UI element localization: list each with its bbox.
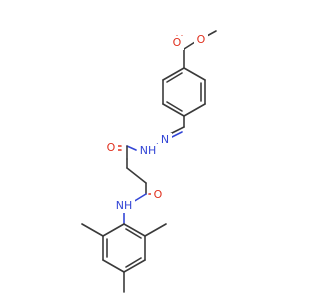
bond [183, 67, 206, 81]
bond [183, 103, 206, 117]
bond [123, 223, 146, 237]
oxygen-atom-label: O [197, 33, 206, 46]
bond [102, 223, 125, 237]
oxygen-atom-label: O [154, 188, 163, 201]
bond-aromatic-inner [166, 101, 183, 112]
bond-aromatic-inner [166, 72, 183, 83]
bond-methyl-left [81, 223, 104, 237]
label-bg [151, 188, 165, 202]
bond-methyl-right [144, 223, 167, 237]
bond [162, 67, 185, 81]
nitrogen-atom-label: N [161, 133, 169, 146]
bond [162, 103, 185, 117]
benzene-ring-top [162, 67, 206, 117]
chemical-structure-diagram: O O N NH O O NH [81, 30, 217, 293]
label-bg [137, 144, 159, 158]
mesityl-ring [81, 212, 167, 293]
oxygen-atom-label: O [173, 36, 182, 49]
bond [123, 259, 146, 273]
nitrogen-atom-label: NH [116, 199, 133, 212]
label-bg [158, 133, 172, 147]
atom-labels: O O N NH O O NH [104, 33, 208, 213]
bond-aromatic-inner [125, 257, 142, 268]
bond-n-c [126, 145, 137, 151]
bond [183, 41, 196, 50]
label-bg [194, 33, 208, 47]
nitrogen-atom-label: NH [140, 144, 157, 157]
oxygen-atom-label: O [107, 141, 116, 154]
bond [102, 259, 125, 273]
label-bg [104, 141, 118, 155]
label-bg [170, 36, 184, 50]
bond [126, 167, 147, 184]
bond-aromatic-inner [125, 228, 142, 239]
label-bg [113, 199, 135, 213]
bond [169, 126, 185, 135]
